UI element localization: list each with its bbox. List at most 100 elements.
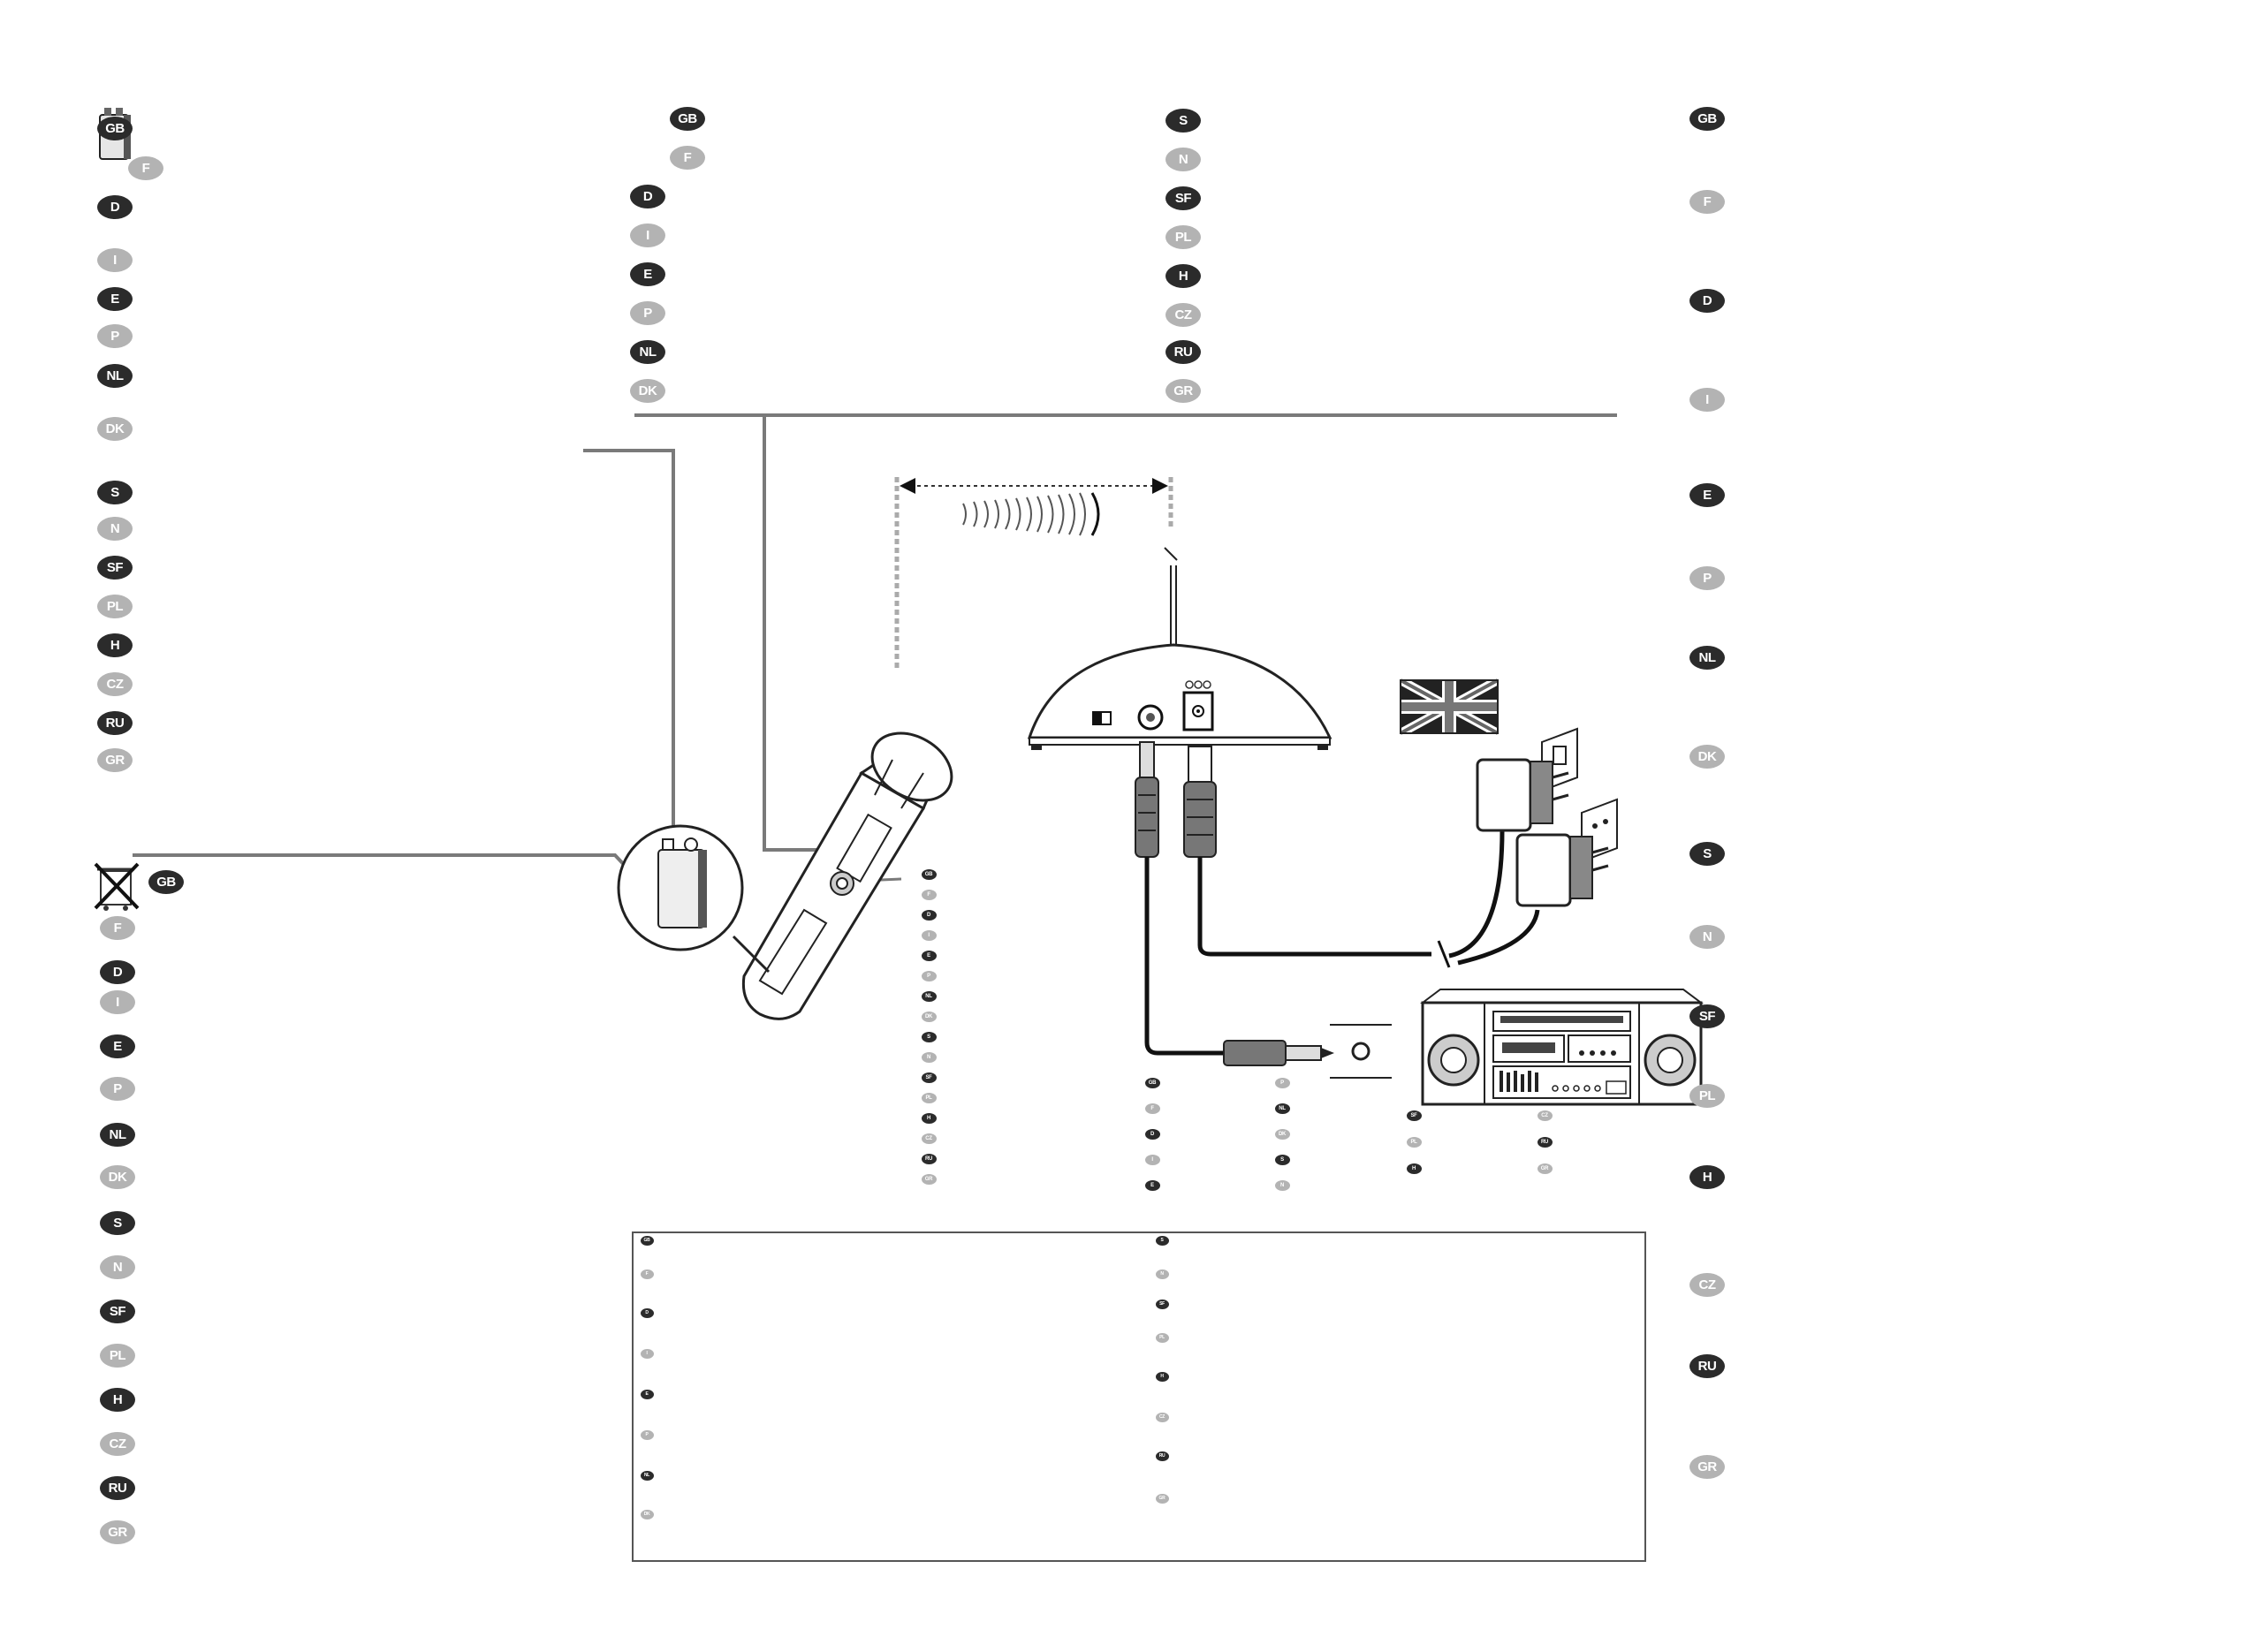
language-badge-h: H [100,1387,135,1412]
language-badge-s: S [97,480,133,504]
language-badge-d: D [1144,1129,1160,1140]
power-adapter-icon [1476,727,1618,907]
language-badge-d: D [97,194,133,219]
language-badge-ru: RU [1165,339,1201,364]
language-badge-dk: DK [100,1164,135,1189]
language-badge-e: E [1144,1180,1160,1191]
language-badge-dk: DK [97,416,133,441]
language-badge-gr: GR [1537,1163,1553,1174]
language-badge-pl: PL [1165,224,1201,249]
language-badge-i: I [921,930,937,941]
language-badge-i: I [1144,1155,1160,1165]
language-badge-n: N [1165,147,1201,171]
language-badge-pl: PL [1406,1137,1422,1148]
language-badge-nl: NL [921,991,937,1002]
language-badge-s: S [1274,1155,1290,1165]
language-badge-n: N [921,1052,937,1063]
language-badge-nl: NL [97,363,133,388]
language-badge-f: F [640,1269,654,1279]
language-badge-ru: RU [1155,1451,1169,1461]
language-badge-p: P [1689,565,1725,590]
language-badge-cz: CZ [1689,1272,1725,1297]
language-badge-p: P [921,971,937,981]
language-badge-s: S [921,1032,937,1042]
language-badge-cz: CZ [921,1133,937,1144]
language-badge-nl: NL [1274,1103,1290,1114]
language-badge-nl: NL [630,339,665,364]
language-badge-f: F [921,890,937,900]
language-badge-cz: CZ [1165,302,1201,327]
language-badge-e: E [630,261,665,286]
language-badge-sf: SF [100,1299,135,1323]
language-badge-f: F [128,155,163,180]
language-badge-cz: CZ [100,1431,135,1456]
language-badge-gb: GB [97,116,133,140]
language-badge-p: P [1274,1078,1290,1088]
language-badge-d: D [630,184,665,208]
language-badge-h: H [1406,1163,1422,1174]
language-badge-d: D [640,1307,654,1318]
language-badge-n: N [1689,924,1725,949]
language-badge-ru: RU [1537,1137,1553,1148]
language-badge-pl: PL [1689,1083,1725,1108]
language-badge-dk: DK [1274,1129,1290,1140]
language-badge-gr: GR [97,747,133,772]
language-badge-cz: CZ [97,671,133,696]
leader-line-disposal [133,853,631,872]
language-badge-sf: SF [1165,186,1201,210]
language-badge-dk: DK [630,378,665,403]
language-badge-n: N [97,516,133,541]
language-badge-cz: CZ [1155,1412,1169,1422]
language-badge-dk: DK [1689,744,1725,769]
language-badge-h: H [1689,1164,1725,1189]
language-badge-ru: RU [921,1154,937,1164]
language-badge-e: E [921,951,937,961]
language-badge-gr: GR [921,1174,937,1185]
language-badge-i: I [97,247,133,272]
line-in-connector [1330,1024,1392,1079]
battery-compartment-inset [617,824,771,974]
note-box [632,1231,1646,1562]
language-badge-f: F [1689,189,1725,214]
language-badge-e: E [1689,482,1725,507]
language-badge-e: E [640,1389,654,1399]
language-badge-dk: DK [640,1509,654,1519]
language-badge-gr: GR [100,1519,135,1544]
language-badge-gr: GR [1155,1493,1169,1504]
jack-plug-icon [1135,741,1334,1066]
language-badge-p: P [630,300,665,325]
language-badge-h: H [1155,1371,1169,1382]
language-badge-sf: SF [1406,1110,1422,1121]
receiver-icon [1027,547,1332,750]
crossed-bin-icon [94,862,140,911]
language-badge-gb: GB [148,869,184,894]
language-badge-d: D [100,959,135,984]
stereo-system-icon [1420,989,1704,1106]
language-badge-h: H [1165,263,1201,288]
language-badge-d: D [921,910,937,921]
language-badge-nl: NL [640,1470,654,1481]
language-badge-ru: RU [1689,1353,1725,1378]
language-badge-gb: GB [640,1235,654,1246]
language-badge-s: S [100,1210,135,1235]
language-badge-pl: PL [97,594,133,618]
language-badge-pl: PL [1155,1332,1169,1343]
language-badge-pl: PL [100,1343,135,1368]
language-badge-i: I [1689,387,1725,412]
language-badge-gb: GB [1689,106,1725,131]
language-badge-ru: RU [100,1475,135,1500]
language-badge-nl: NL [1689,645,1725,670]
range-indicator [894,477,1173,671]
language-badge-f: F [1144,1103,1160,1114]
language-badge-i: I [100,989,135,1014]
language-badge-h: H [921,1113,937,1124]
language-badge-gb: GB [921,869,937,880]
language-badge-n: N [100,1254,135,1279]
language-badge-gb: GB [1144,1078,1160,1088]
language-badge-s: S [1155,1235,1169,1246]
leader-line-mic-cap [763,415,862,852]
language-badge-ru: RU [97,710,133,735]
power-cable [1183,746,1540,968]
language-badge-p: P [97,323,133,348]
